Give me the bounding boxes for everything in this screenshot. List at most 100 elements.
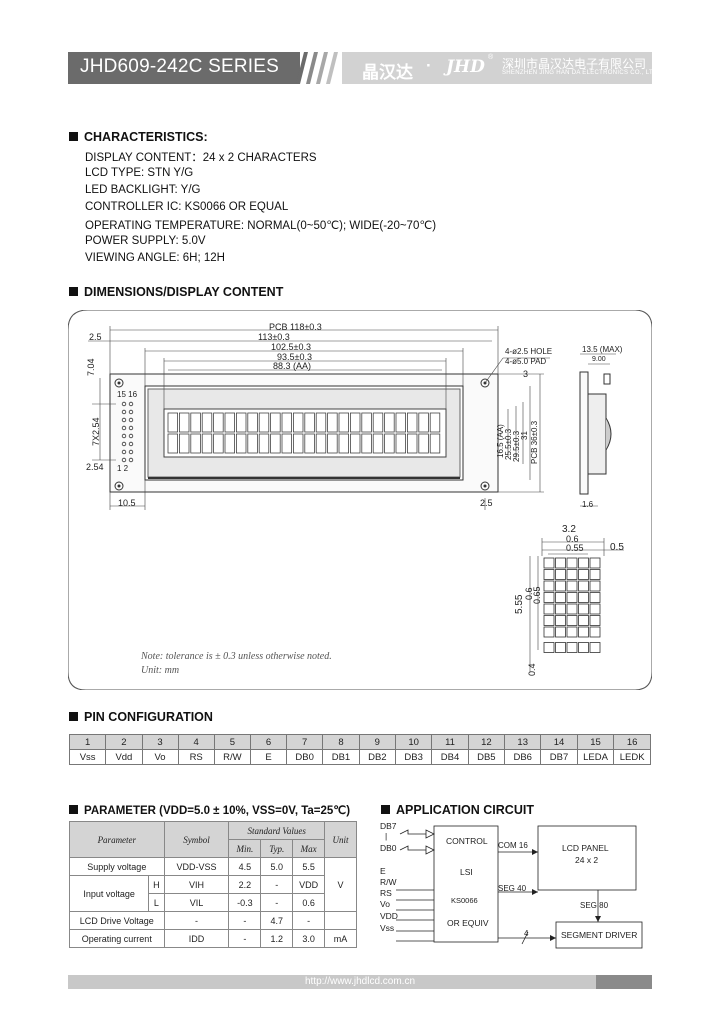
signal-rw: R/W <box>380 877 397 887</box>
bullet-square-icon <box>69 287 78 296</box>
character-cell <box>327 433 338 454</box>
character-cell <box>270 433 281 454</box>
unit-note: Unit: mm <box>141 665 180 676</box>
dim-31: 31 <box>520 431 529 440</box>
param-typ: 1.2 <box>260 929 294 948</box>
lsi-label: LSI <box>460 867 473 877</box>
character-cell <box>384 412 395 433</box>
character-cell <box>315 433 327 454</box>
pin-name: Vss <box>68 749 107 765</box>
character-cell <box>167 433 179 454</box>
character-cell <box>406 412 418 433</box>
pixel-dot <box>566 603 578 615</box>
pixel-dot <box>578 626 589 638</box>
character-cell <box>190 412 201 433</box>
pixel-dot <box>578 615 589 626</box>
dimensions-heading: DIMENSIONS/DISPLAY CONTENT <box>69 285 283 299</box>
param-min: 2.2 <box>228 875 262 894</box>
pixel-dot <box>555 626 566 638</box>
character-cell <box>235 412 247 433</box>
dim-7-04: 7.04 <box>86 358 96 376</box>
pin-name: LEDK <box>613 749 651 765</box>
character-cell <box>190 433 201 454</box>
character-cell <box>372 433 384 454</box>
param-max: 0.6 <box>292 893 326 912</box>
character-cell <box>281 412 293 433</box>
col-parameter: Parameter <box>69 821 165 858</box>
col-typ: Typ. <box>260 839 294 858</box>
dim-1-6: 1.6 <box>582 500 594 509</box>
param-max: - <box>292 911 326 930</box>
pin-header <box>121 401 134 463</box>
character-cell <box>338 412 350 433</box>
pin-name: DB2 <box>358 749 397 765</box>
side-view-lcd <box>587 393 607 475</box>
param-min: -0.3 <box>228 893 262 912</box>
char-lcd-type: LCD TYPE: STN Y/G <box>85 167 194 179</box>
tolerance-note: Note: tolerance is ± 0.3 unless otherwis… <box>141 651 332 662</box>
param-unit: mA <box>324 929 357 948</box>
pin-name: DB6 <box>504 749 542 765</box>
pixel-dot <box>566 557 578 569</box>
param-typ: - <box>260 875 294 894</box>
pixel-dot <box>566 569 578 580</box>
character-cell <box>429 433 441 454</box>
dim-hole: 4-ø2.5 HOLE <box>505 347 553 356</box>
character-cell <box>247 412 258 433</box>
character-cell <box>429 412 441 433</box>
application-circuit-diagram <box>396 825 643 949</box>
trademark-mark: ® <box>488 54 494 61</box>
character-cell <box>372 412 384 433</box>
side-view-pcb <box>579 371 589 495</box>
dim-thickness: 13.5 (MAX) <box>582 345 623 354</box>
pin-name: Vo <box>141 749 179 765</box>
pixel-dot <box>543 626 555 638</box>
param-typ: 4.7 <box>260 911 294 930</box>
pin-label-15-16: 15 16 <box>117 390 138 399</box>
pixel-dot <box>555 603 566 615</box>
footer-url[interactable]: http://www.jhdlcd.com.cn <box>304 976 416 987</box>
col-standard-values: Standard Values <box>228 821 326 840</box>
character-cell <box>304 433 315 454</box>
character-cell <box>213 433 224 454</box>
character-cells <box>167 412 441 454</box>
mount-hole-br <box>480 481 490 491</box>
pixel-dot <box>589 615 601 626</box>
dim-pcb-width: PCB 118±0.3 <box>269 322 322 332</box>
character-cell <box>292 412 304 433</box>
parameter-heading: PARAMETER (VDD=5.0 ± 10%, VSS=0V, Ta=25℃… <box>69 803 350 817</box>
pixel-dot <box>589 603 601 615</box>
param-min: - <box>228 929 262 948</box>
dim-pad: 4-ø5.0 PAD <box>505 357 547 366</box>
com16-label: COM 16 <box>498 841 528 850</box>
param-min: 4.5 <box>228 857 262 876</box>
character-cell <box>327 412 338 433</box>
param-name: Input voltage <box>68 875 150 912</box>
pixel-dot <box>589 569 601 580</box>
pin-number: 16 <box>613 734 651 750</box>
pixel-dot <box>578 557 589 569</box>
pixel-dot <box>543 615 555 626</box>
param-symbol: VDD-VSS <box>163 857 230 876</box>
param-unit: V <box>324 857 357 912</box>
character-cell <box>167 412 179 433</box>
dim-88-3-aa: 88.3 (AA) <box>273 361 312 371</box>
pixel-dot <box>555 592 566 603</box>
footer-bar <box>68 975 652 989</box>
parameter-table: Parameter Symbol Standard Values Unit Mi… <box>68 821 357 948</box>
pixel-dot <box>543 603 555 615</box>
mount-hole-bl <box>114 481 124 491</box>
brand-dot: · <box>426 56 432 75</box>
param-unit <box>324 911 357 930</box>
signal-vdd: VDD <box>380 911 398 921</box>
mount-hole-tr <box>480 378 490 388</box>
dim-0-4: 0.4 <box>527 663 537 676</box>
pin-name: DB5 <box>467 749 506 765</box>
pixel-dot <box>566 592 578 603</box>
character-cell <box>338 433 350 454</box>
brand-logo: JHD <box>446 57 485 77</box>
pin-number: 10 <box>394 734 433 750</box>
row-input-voltage-high: Input voltage H VIH 2.2 - VDD <box>68 875 357 912</box>
param-name: Operating current <box>69 929 165 948</box>
pixel-dot <box>578 580 589 592</box>
